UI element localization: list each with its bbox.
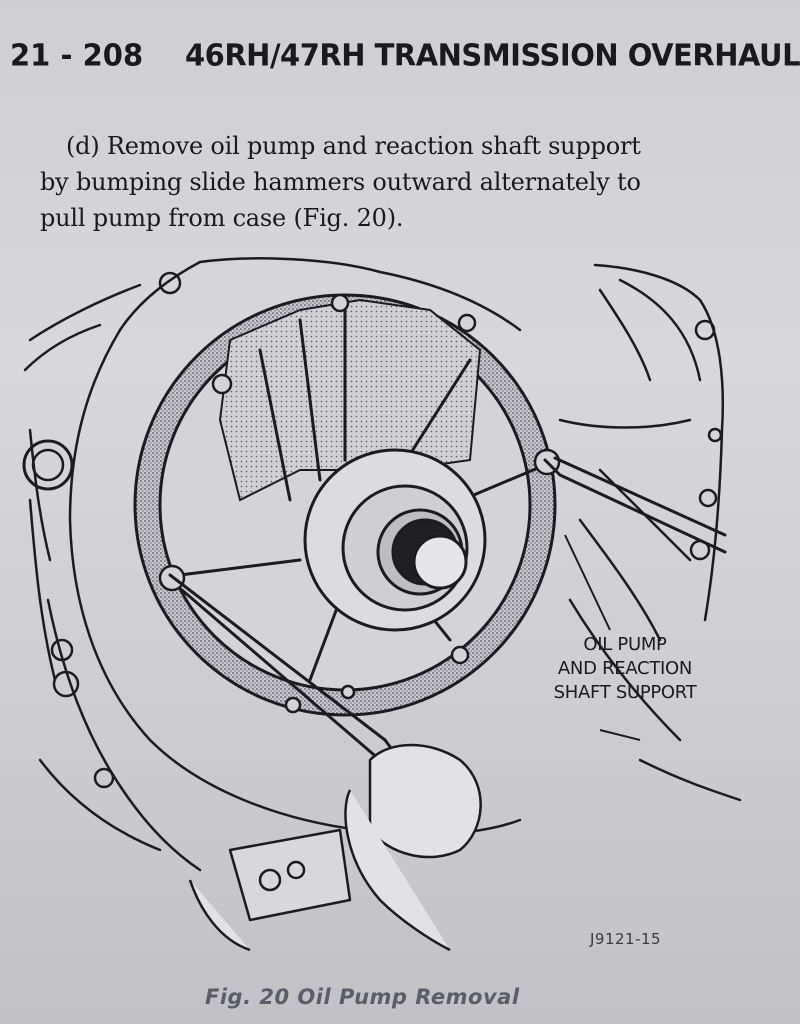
instruction-line: by bumping slide hammers outward alterna… — [40, 168, 641, 196]
case-bolt-holes — [22, 271, 723, 789]
reaction-shaft-hub — [303, 448, 487, 632]
figure-caption: Fig. 20 Oil Pump Removal — [205, 985, 520, 1009]
callout-line: AND REACTION — [557, 658, 693, 679]
oil-pump-removal-illustration — [22, 257, 742, 952]
transmission-case-housing — [23, 257, 742, 872]
instruction-line: pull pump from case (Fig. 20). — [40, 204, 404, 232]
figure-id: J9121-15 — [590, 930, 662, 948]
hammer-hand — [188, 743, 482, 952]
oil-pump-callout-label: OIL PUMP AND REACTION SHAFT SUPPORT — [530, 633, 720, 705]
section-title: 46RH/47RH TRANSMISSION OVERHAUL — [185, 37, 800, 73]
instruction-paragraph: (d) Remove oil pump and reaction shaft s… — [40, 128, 750, 236]
instruction-line: (d) Remove oil pump and reaction shaft s… — [66, 132, 641, 160]
page-header: 21 - 208 46RH/47RH TRANSMISSION OVERHAUL — [10, 37, 800, 79]
callout-line: OIL PUMP — [583, 634, 667, 655]
page-number: 21 - 208 — [10, 37, 144, 73]
slide-hammer-right — [543, 456, 727, 554]
callout-line: SHAFT SUPPORT — [553, 682, 697, 703]
callout-leader-line — [564, 534, 641, 741]
